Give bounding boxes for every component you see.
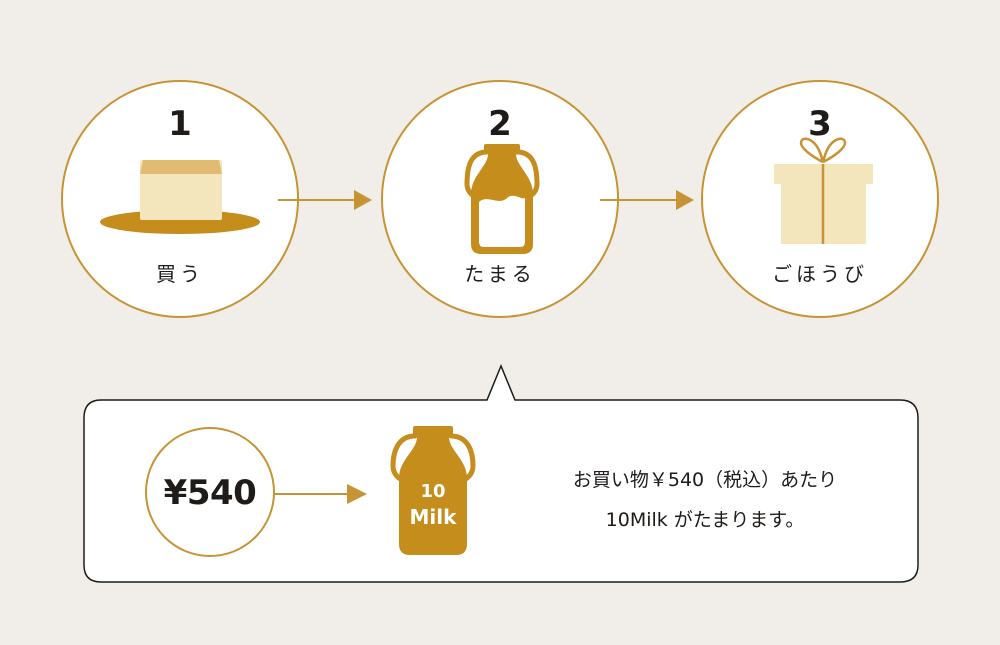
price-circle: ¥540 bbox=[145, 427, 275, 557]
step-1-circle: 1 買う bbox=[61, 80, 299, 318]
arrow-right-icon bbox=[275, 484, 367, 504]
step-3-circle: 3 ごほうび bbox=[701, 80, 939, 318]
description-line-1: お買い物￥540（税込）あたり bbox=[572, 469, 838, 491]
milk-amount: 10 bbox=[420, 481, 446, 502]
arrow-right-icon bbox=[600, 190, 694, 210]
step-2-circle: 2 たまる bbox=[381, 80, 619, 318]
arrow-right-icon bbox=[278, 190, 372, 210]
gift-box-icon bbox=[774, 137, 873, 244]
step-1-number: 1 bbox=[168, 104, 192, 144]
cake-icon bbox=[100, 160, 260, 234]
description-line-2: 10Milk がたまります。 bbox=[605, 509, 805, 531]
step-1-label: 買う bbox=[156, 262, 204, 286]
milk-bottle-icon bbox=[464, 144, 540, 254]
step-2-number: 2 bbox=[488, 104, 512, 144]
step-2-label: たまる bbox=[464, 262, 536, 286]
price-value: ¥540 bbox=[163, 473, 257, 513]
milk-bottle-icon bbox=[390, 426, 476, 555]
step-3-label: ごほうび bbox=[772, 262, 868, 286]
step-3-number: 3 bbox=[808, 104, 832, 144]
milk-unit: Milk bbox=[409, 505, 457, 529]
